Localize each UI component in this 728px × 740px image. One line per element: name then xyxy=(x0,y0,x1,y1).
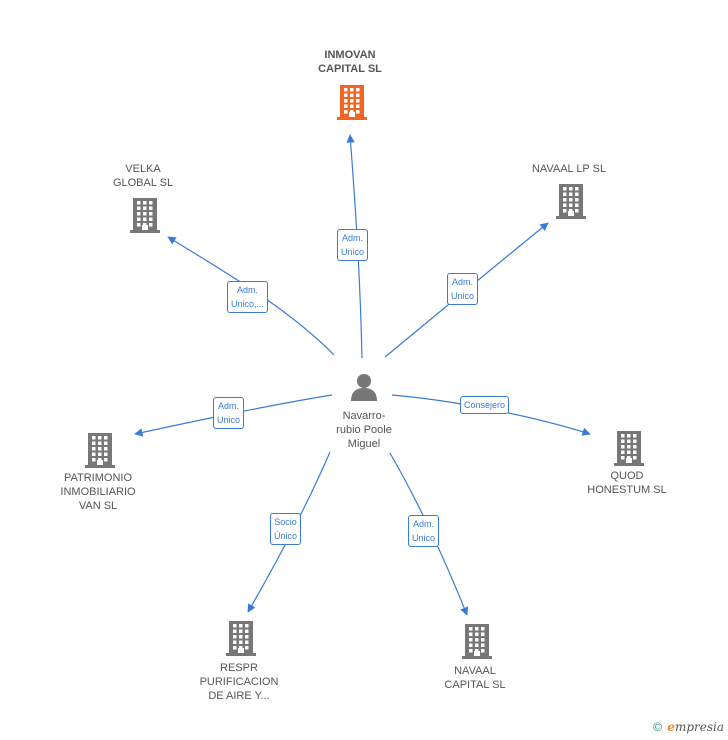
company-label-patrimonio[interactable]: PATRIMONIO INMOBILIARIO VAN SL xyxy=(60,472,136,512)
person-icon xyxy=(349,372,379,407)
building-icon[interactable] xyxy=(555,183,587,224)
copyright-symbol: © xyxy=(651,720,664,734)
company-label-inmovan[interactable]: INMOVAN CAPITAL SL xyxy=(318,49,382,75)
company-label-quod[interactable]: QUOD HONESTUM SL xyxy=(587,470,667,496)
edge-label-inmovan[interactable]: Adm. Unico xyxy=(337,229,369,261)
edge-label-navaal_capital[interactable]: Adm. Unico xyxy=(408,515,440,547)
building-icon[interactable] xyxy=(461,623,493,664)
brand-e-logo: e xyxy=(667,720,675,734)
building-icon[interactable] xyxy=(84,432,116,473)
edge-label-respr[interactable]: Socio Único xyxy=(270,513,302,545)
edge-label-navaal_lp[interactable]: Adm. Unico xyxy=(447,273,479,305)
center-person-name[interactable]: Navarro- rubio Poole Miguel xyxy=(336,410,392,450)
building-icon[interactable] xyxy=(336,84,368,125)
building-icon[interactable] xyxy=(225,620,257,661)
company-label-navaal_capital[interactable]: NAVAAL CAPITAL SL xyxy=(444,665,506,691)
edge-label-velka[interactable]: Adm. Unico,... xyxy=(227,281,269,313)
edge-label-quod[interactable]: Consejero xyxy=(460,396,510,414)
company-label-respr[interactable]: RESPR PURIFICACION DE AIRE Y... xyxy=(199,662,279,702)
footer-brand: © empresia xyxy=(651,720,724,734)
building-icon[interactable] xyxy=(613,430,645,471)
company-label-navaal_lp[interactable]: NAVAAL LP SL xyxy=(531,163,607,175)
edge-label-patrimonio[interactable]: Adm. Unico xyxy=(213,397,245,429)
building-icon[interactable] xyxy=(129,197,161,238)
company-label-velka[interactable]: VELKA GLOBAL SL xyxy=(112,163,174,189)
brand-name: mpresia xyxy=(674,720,724,734)
